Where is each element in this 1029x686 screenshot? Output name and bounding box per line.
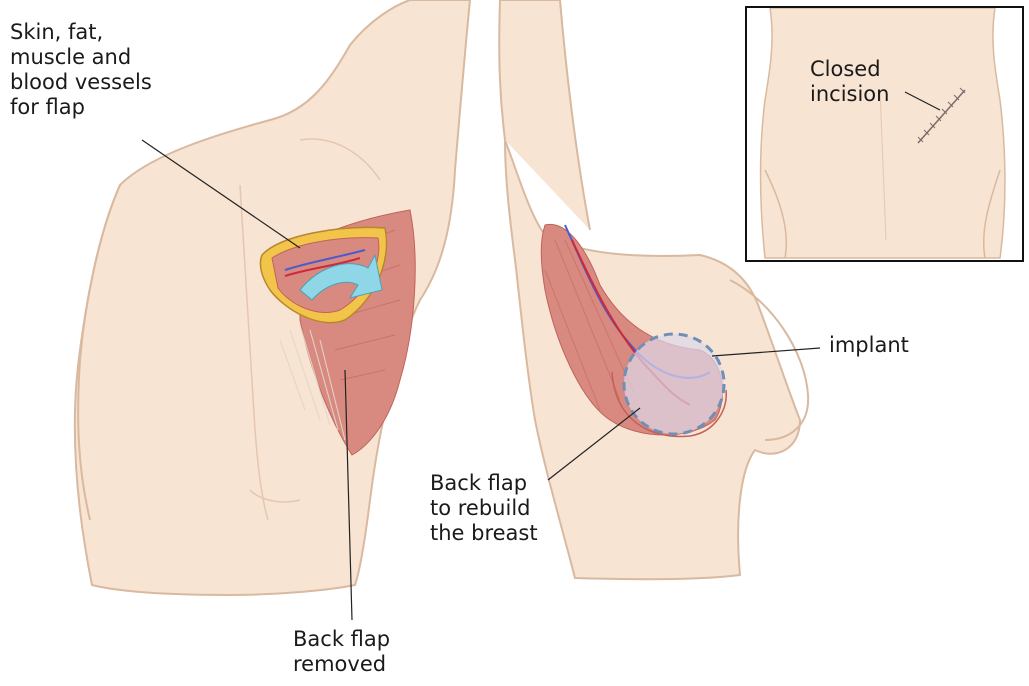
implant-outline — [624, 334, 724, 434]
label-back-flap-rebuild: Back flap to rebuild the breast — [430, 471, 538, 546]
label-implant: implant — [829, 333, 909, 358]
label-closed-incision: Closed incision — [810, 57, 889, 107]
inset-frame — [745, 6, 1024, 262]
label-back-flap-removed: Back flap removed — [293, 627, 390, 677]
label-flap-tissue: Skin, fat, muscle and blood vessels for … — [10, 20, 152, 120]
